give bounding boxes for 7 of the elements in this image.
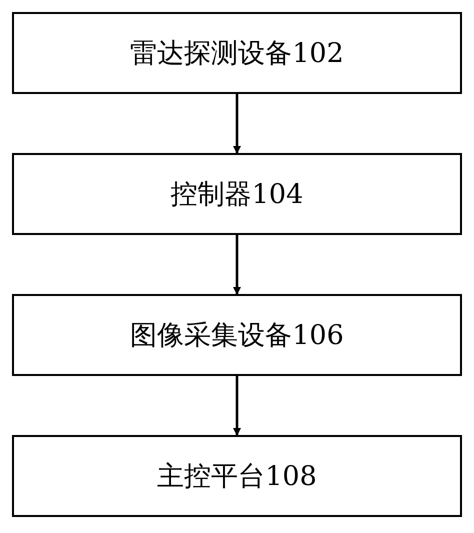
arrow — [233, 235, 241, 295]
arrow — [233, 94, 241, 154]
process-box: 图像采集设备106 — [12, 294, 462, 376]
process-box: 雷达探测设备102 — [12, 12, 462, 94]
process-box: 主控平台108 — [12, 435, 462, 517]
process-box: 控制器104 — [12, 153, 462, 235]
arrow — [233, 376, 241, 436]
